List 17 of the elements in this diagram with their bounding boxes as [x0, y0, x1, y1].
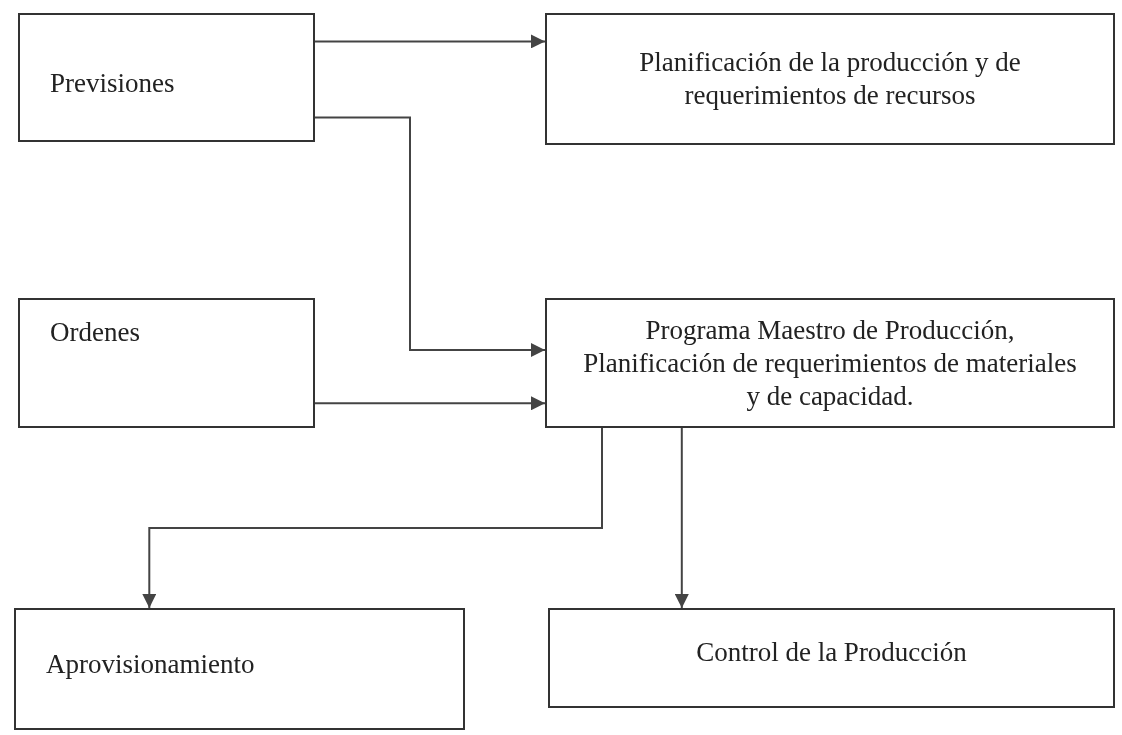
process-box: [14, 608, 465, 730]
arrow: [674, 427, 689, 609]
process-box: [18, 13, 315, 142]
arrow: [314, 116, 546, 357]
process-box: [548, 608, 1115, 708]
arrow: [142, 427, 603, 609]
box-label: Aprovisionamiento: [46, 648, 255, 681]
arrow: [314, 34, 546, 49]
box-label: Previsiones: [50, 67, 175, 100]
box-label: Planificación de la producción y de requerimientos de recursos: [638, 46, 1022, 112]
box-label: Programa Maestro de Producción, Planificación de requerimientos de materiales y de capacidad.: [582, 313, 1078, 413]
arrow: [314, 396, 546, 411]
process-box: [18, 298, 315, 428]
process-box: [545, 298, 1115, 428]
box-label: Ordenes: [50, 316, 140, 349]
box-label: Control de la Producción: [696, 636, 967, 669]
process-box: [545, 13, 1115, 145]
